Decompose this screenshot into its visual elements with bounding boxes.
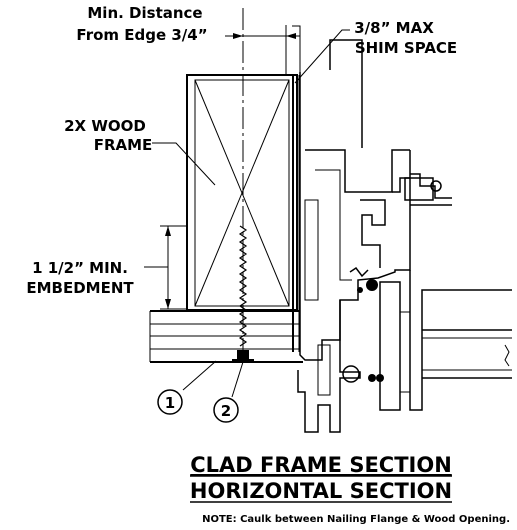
wood-frame-label-line1: 2X WOOD — [64, 117, 146, 135]
embedment-label-line1: 1 1/2” MIN. — [32, 259, 128, 277]
wood-frame-label-line2: FRAME — [94, 136, 153, 154]
callout-2-number: 2 — [221, 402, 231, 420]
screw-fastener — [232, 8, 254, 361]
min-distance-dimension — [225, 25, 300, 75]
min-distance-label-line2: From Edge 3/4” — [76, 26, 207, 44]
embedment-dimension — [160, 225, 186, 310]
embedment-label-line2: EMBEDMENT — [26, 279, 134, 297]
window-frame-profile — [297, 39, 512, 433]
sheathing — [149, 310, 303, 363]
note-text: NOTE: Caulk between Nailing Flange & Woo… — [202, 514, 510, 525]
callout-1-number: 1 — [165, 394, 175, 412]
shim-space — [292, 75, 300, 352]
callout-1: 1 — [157, 389, 183, 415]
leader-lines — [144, 25, 350, 398]
callout-2: 2 — [213, 397, 239, 423]
min-distance-label-line1: Min. Distance — [87, 4, 202, 22]
title-line1: CLAD FRAME SECTION — [190, 453, 452, 477]
shim-space-label-line2: SHIM SPACE — [355, 39, 457, 57]
title-line2: HORIZONTAL SECTION — [190, 479, 452, 503]
shim-space-label-line1: 3/8” MAX — [354, 19, 434, 37]
